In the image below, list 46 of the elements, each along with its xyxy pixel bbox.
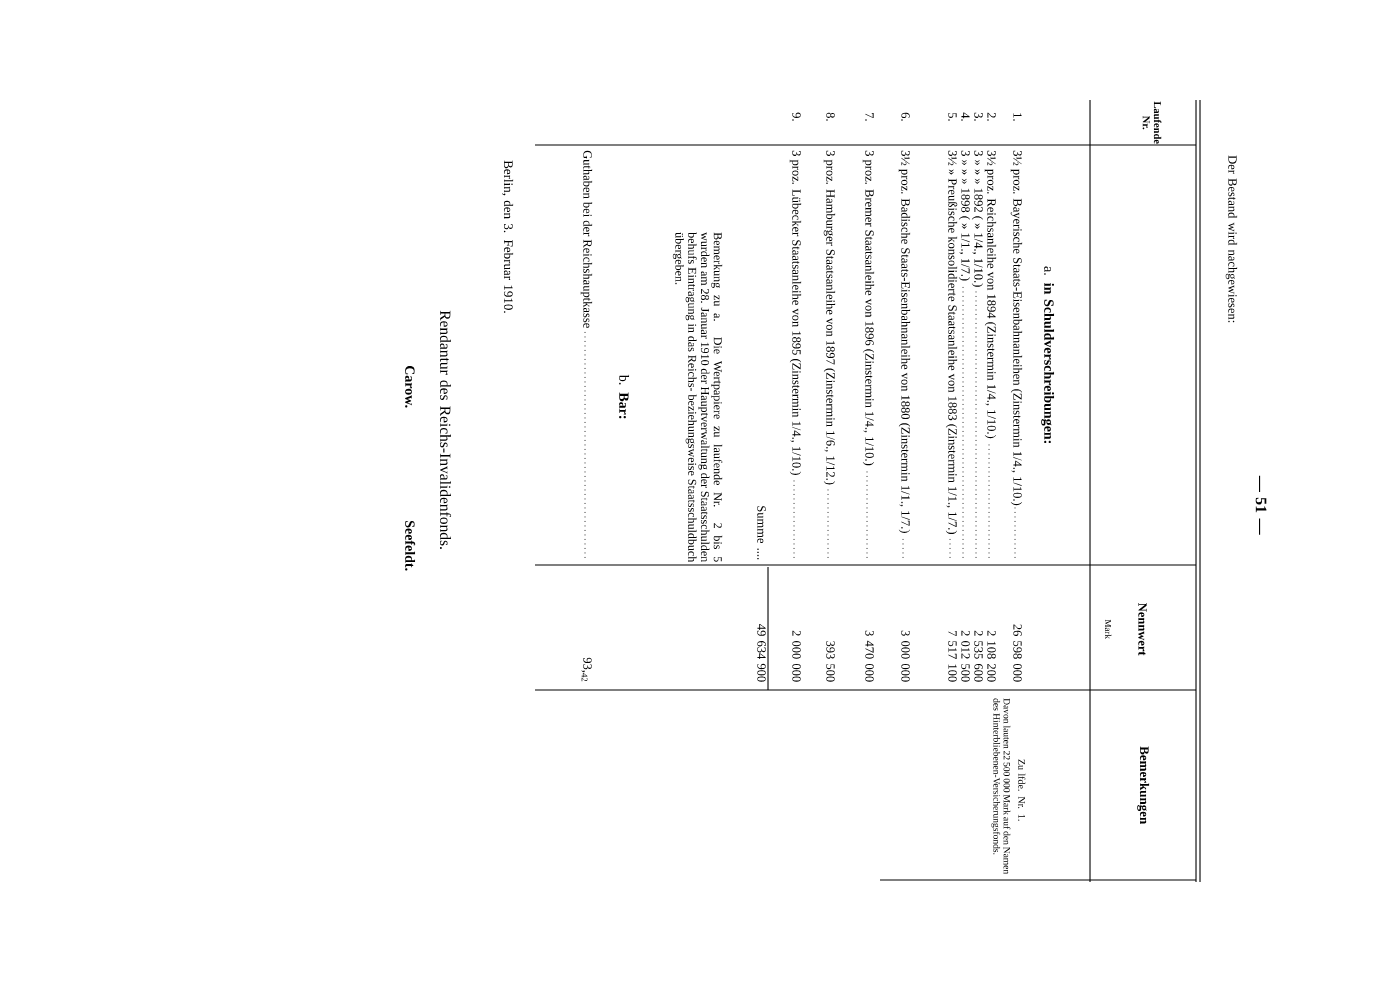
signature: Carow. (405, 365, 415, 408)
row-number: 8. (826, 112, 835, 121)
bond-description: 3 proz. Lübecker Staatsanleihe von 1895 (Zinstermin 1/4., 1/10.) (789, 150, 802, 558)
nominal-value: 393 500 (826, 641, 835, 682)
section-heading: a. in Schuldverschreibungen: (1041, 266, 1055, 444)
place-date: Berlin, den 3. Februar 1910. (502, 160, 514, 313)
row-number: 9. (792, 112, 801, 121)
nominal-value: 2 000 000 (792, 630, 801, 682)
bond-description: 3 » » » 1898 ( » 1/1., 1/7.) (958, 150, 971, 558)
bond-description: 3½ proz. Bayerische Staats-Eisenbahnanleihen (Zinstermin 1/4., 1/10.) (1010, 150, 1023, 558)
nominal-value: 2 535 600 (974, 630, 983, 682)
remark-heading: Zu lfde. Nr. 1. (1018, 759, 1026, 821)
row-number: 7. (865, 113, 874, 121)
nominal-value: 26 598 000 (1013, 624, 1022, 682)
row-number: 4. (961, 112, 970, 121)
column-header: Nennwert (1138, 603, 1147, 656)
nominal-value: 2 108 200 (987, 630, 996, 682)
section-heading: b. Bar: (619, 374, 630, 419)
bond-description: 3 proz. Bremer Staatsanleihe von 1896 (Zinstermin 1/4., 1/10.) (862, 150, 875, 558)
bond-description: 3½ » Preußische konsolidierte Staatsanleihe von 1883 (Zinstermin 1/1., 1/7.) (945, 150, 958, 558)
unit-label: Mark (1105, 619, 1112, 639)
office-name: Rendantur des Reichs-Invalidenfonds. (439, 310, 452, 549)
nominal-value: 3 470 000 (865, 630, 874, 682)
bond-description: 3½ proz. Badische Staats-Eisenbahnanleihe von 1880 (Zinstermin 1/1., 1/7.) (898, 150, 911, 558)
cash-description: Guthaben bei der Reichshauptkasse (580, 150, 593, 558)
column-header: Bemerkungen (1137, 746, 1150, 824)
nominal-value: 2 012 500 (961, 630, 970, 682)
remark-text: Davon lauten 22 500 000 Mark auf den Namen des Hinterbliebenen-Versicherungsfonds. (991, 698, 1011, 875)
bond-description: 3 » » » 1892 ( » 1/4., 1/10.) (971, 150, 984, 558)
cash-value: 93,$_{42}$ (581, 657, 592, 682)
sum-label: Summe .... (757, 506, 766, 560)
nominal-value: 7 517 100 (948, 630, 957, 682)
row-number: 1. (1013, 113, 1022, 121)
row-number: 5. (948, 112, 957, 121)
nominal-value: 49 634 900 (757, 624, 766, 682)
row-number: 2. (987, 112, 996, 121)
intro-text: Der Bestand wird nachgewiesen: (1225, 155, 1238, 323)
column-header: Laufende Nr. (1142, 101, 1162, 144)
bond-description: 3½ proz. Reichsanleihe von 1894 (Zinstermin 1/4., 1/10.) (984, 150, 997, 558)
page-number: — 51 — (1255, 475, 1267, 535)
nominal-value: 3 000 000 (901, 630, 910, 682)
bond-description: 3 proz. Hamburger Staatsanleihe von 1897 (Zinstermin 1/6., 1/12.) (823, 150, 836, 558)
remark-text: Bemerkung zu a. Die Wertpapiere zu laufende Nr. 2 bis 5 wurden am 28. Januar 1910 der Hauptverwaltung der Staatsschulden behufs Eintragung in das Reichs- beziehungsweise Staatsschuldbuch übergeben. (672, 232, 723, 563)
row-number: 6. (901, 112, 910, 121)
row-number: 3. (974, 112, 983, 121)
signature: Seefeldt. (405, 520, 416, 571)
